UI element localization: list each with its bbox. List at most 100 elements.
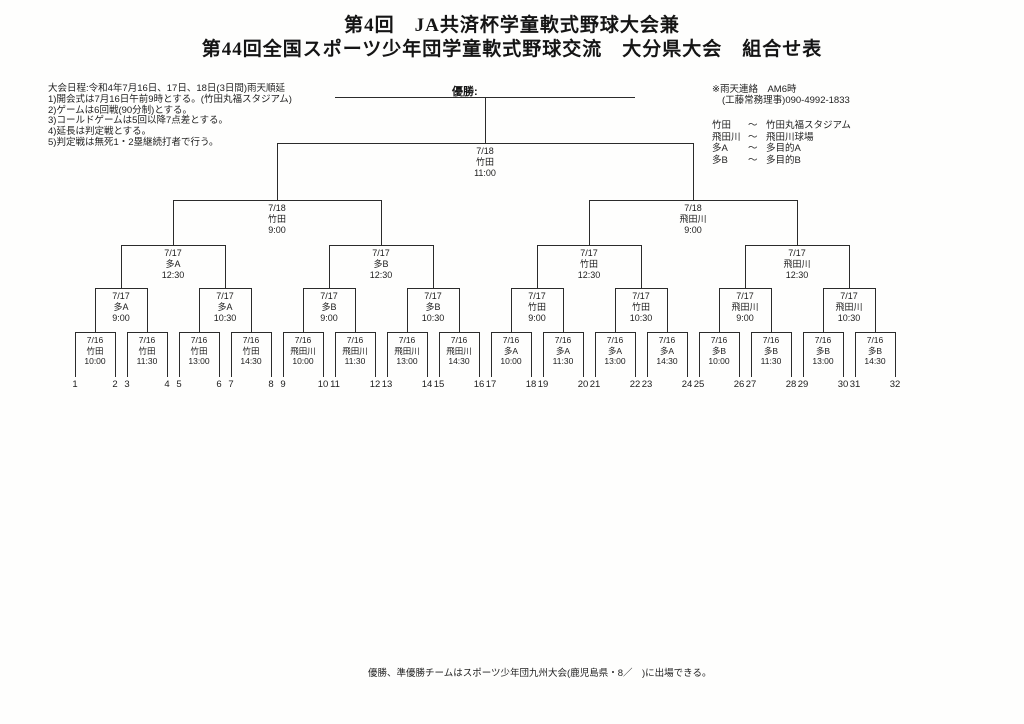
match-time: 11:30 [136,356,158,367]
match-venue: 多A [217,302,233,312]
bracket-connector-line [271,332,272,377]
bracket-connector-line [875,288,876,332]
match-venue: 竹田 [242,345,260,356]
venue-abbr: 多B [712,154,728,166]
bracket-connector-line [75,332,115,333]
bracket-connector-line [381,200,382,245]
bracket-connector-line [283,332,323,333]
match-venue: 飛田川 [342,345,368,356]
notes-item: 2)ゲームは6回戦(90分制)とする。 [48,104,193,116]
bracket-connector-line [199,288,200,332]
notes-item: 4)延長は判定戦とする。 [48,126,152,138]
bracket-connector-line [647,332,648,377]
slot-number: 28 [785,379,797,390]
match-date: 7/17 [424,291,442,301]
slot-number: 25 [693,379,705,390]
bracket-connector-line [791,332,792,377]
slot-number: 13 [381,379,393,390]
match-time: 9:00 [736,313,754,323]
notes-item: 1)開会式は7月16日午前9時とする。(竹田丸福スタジアム) [48,93,292,105]
match-time: 10:30 [629,313,653,323]
match-time: 13:00 [812,356,834,367]
match-date: 7/17 [112,291,130,301]
bracket-connector-line [121,245,122,288]
match-venue: 多B [815,345,831,356]
champion-label: 優勝: [452,86,478,98]
match-time: 14:30 [240,356,262,367]
bracket-connector-line [823,288,824,332]
slot-number: 31 [849,379,861,390]
bracket-connector-line [719,288,720,332]
match-venue: 多A [555,345,571,356]
bracket-connector-line [797,200,798,245]
bracket-connector-line [459,288,460,332]
match-time: 14:30 [864,356,886,367]
slot-number: 27 [745,379,757,390]
match-venue: 多A [607,345,623,356]
match-time: 12:30 [785,270,809,280]
venue-legend: 竹田～竹田丸福スタジアム 飛田川～飛田川球場 多A～多目的A 多B～多目的B [712,120,851,166]
slot-number: 16 [473,379,485,390]
venue-separator: ～ [748,120,758,131]
bracket-connector-line [855,332,895,333]
venue-legend-row: 多B～多目的B [712,155,851,167]
match-date: 7/18 [684,203,702,213]
slot-number: 29 [797,379,809,390]
venue-legend-row: 竹田～竹田丸福スタジアム [712,120,851,132]
venue-abbr: 多A [712,143,728,154]
match-time: 14:30 [656,356,678,367]
rain-contact: ※雨天連絡 AM6時 (工藤常務理事)090-4992-1833 [712,84,850,106]
match-time: 14:30 [448,356,470,367]
bracket-connector-line [121,245,225,246]
match-date: 7/17 [216,291,234,301]
bracket-connector-line [329,245,330,288]
match-time: 11:30 [552,356,574,367]
bracket-connector-line [167,332,168,377]
match-time: 13:00 [396,356,418,367]
bracket-connector-line [739,332,740,377]
match-time: 10:30 [213,313,237,323]
slot-number: 4 [164,379,170,390]
match-venue: 多B [321,302,337,312]
bracket-connector-line [427,332,428,377]
slot-number: 21 [589,379,601,390]
match-date: 7/16 [762,335,780,345]
bracket-connector-line [283,332,284,377]
venue-abbr: 竹田 [712,120,732,131]
bracket-connector-line [329,245,433,246]
venue-name: 多目的B [766,154,801,166]
bracket-connector-line [615,288,667,289]
match-time: 11:30 [344,356,366,367]
match-time: 9:00 [528,313,546,323]
bracket-connector-line [537,245,538,288]
match-date: 7/16 [814,335,832,345]
match-time: 10:30 [421,313,445,323]
bracket-connector-line [485,97,486,143]
match-venue: 多B [373,259,389,269]
tournament-notes: 大会日程:令和4年7月16日、17日、18日(3日間)雨天順延 1)開会式は7月… [48,83,292,149]
match-venue: 飛田川 [731,302,759,312]
match-date: 7/17 [736,291,754,301]
match-venue: 竹田 [475,157,495,167]
venue-abbr: 飛田川 [712,131,741,143]
bracket-connector-line [491,332,531,333]
match-date: 7/17 [372,248,390,258]
match-venue: 飛田川 [394,345,420,356]
bracket-connector-line [589,200,797,201]
bracket-connector-line [751,332,791,333]
slot-number: 3 [124,379,130,390]
bracket-connector-line [387,332,388,377]
venue-legend-row: 多A～多目的A [712,143,851,155]
